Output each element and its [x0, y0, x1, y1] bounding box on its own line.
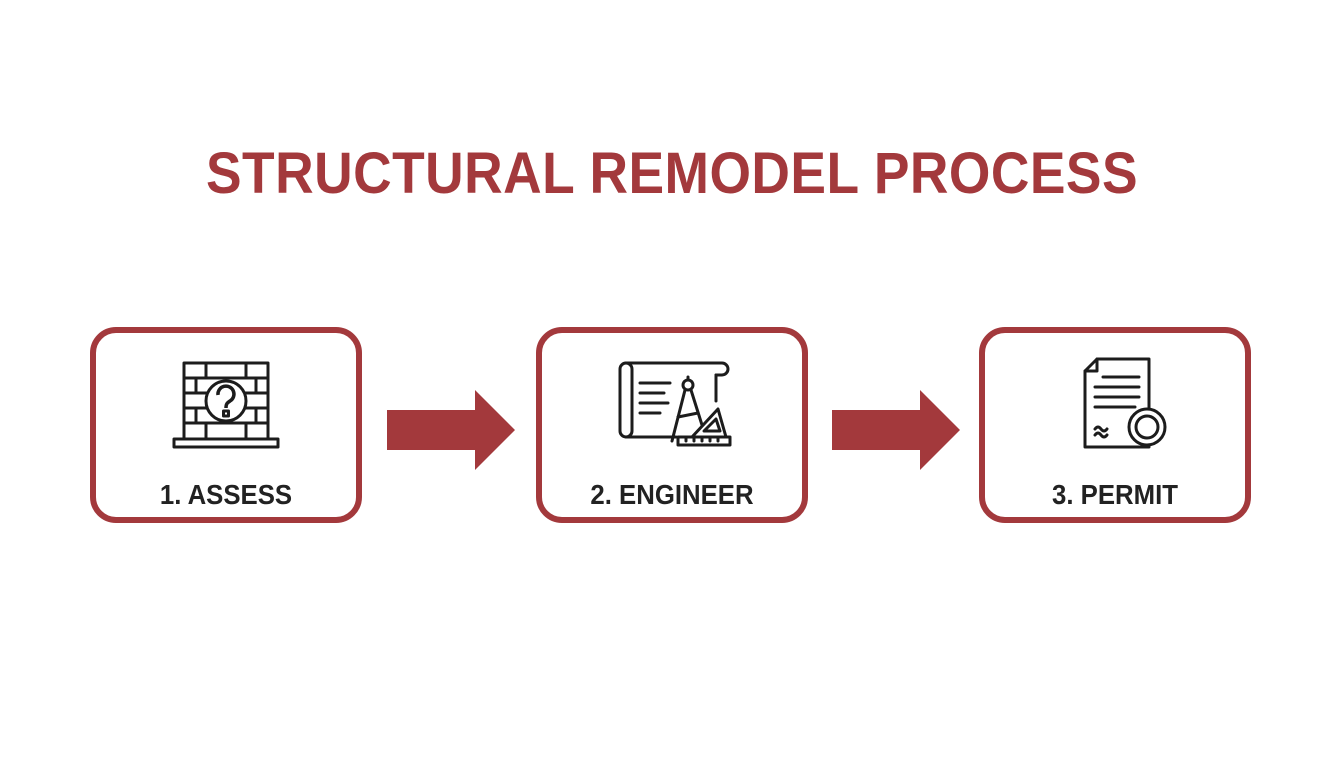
- wall-question-icon: [166, 355, 286, 455]
- blueprint-compass-icon: [612, 355, 732, 455]
- step-label: 1. ASSESS: [159, 479, 293, 510]
- step-permit: 3. PERMIT: [979, 327, 1251, 523]
- step-engineer: 2. ENGINEER: [536, 327, 808, 523]
- step-assess: 1. ASSESS: [90, 327, 362, 523]
- step-label: 2. ENGINEER: [590, 479, 754, 510]
- document-seal-icon: [1055, 355, 1175, 455]
- arrow-right-icon: [387, 390, 517, 470]
- diagram-title: STRUCTURAL REMODEL PROCESS: [205, 141, 1138, 206]
- arrow-right-icon: [832, 390, 962, 470]
- step-label: 3. PERMIT: [1052, 479, 1178, 510]
